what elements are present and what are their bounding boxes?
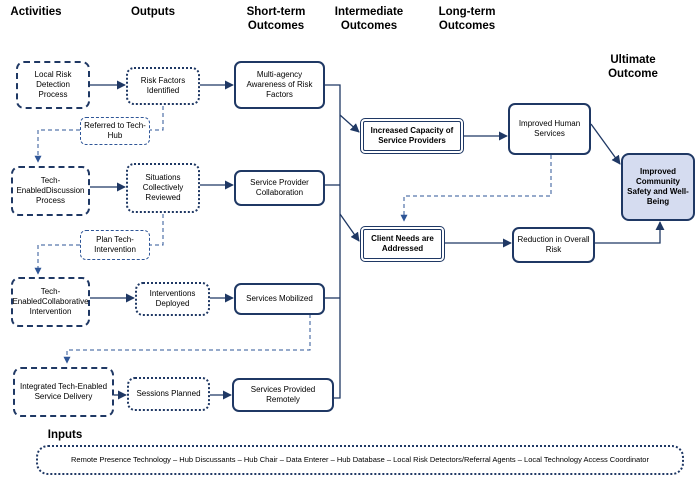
activity-integrated-delivery: Integrated Tech-Enabled Service Delivery — [13, 367, 114, 417]
ultimate-community-safety: Improved Community Safety and Well-Being — [621, 153, 695, 221]
intermediate-client-needs: Client Needs are Addressed — [360, 226, 445, 262]
activity-tech-intervention: Tech-EnabledCollaborative Intervention — [11, 277, 90, 327]
short-term-services-remote: Services Provided Remotely — [232, 378, 334, 412]
output-risk-factors: Risk Factors Identified — [126, 67, 200, 105]
intermediate-increased-capacity: Increased Capacity of Service Providers — [360, 118, 464, 154]
inputs-list: Remote Presence Technology – Hub Discuss… — [36, 445, 684, 475]
output-situations-reviewed: Situations Collectively Reviewed — [126, 163, 200, 213]
long-term-improved-services: Improved Human Services — [508, 103, 591, 155]
label-plan-intervention: Plan Tech-Intervention — [80, 230, 150, 260]
header-activities: Activities — [10, 6, 62, 18]
output-interventions-deployed: Interventions Deployed — [135, 282, 210, 316]
activity-tech-discussion: Tech-EnabledDiscussion Process — [11, 166, 90, 216]
long-term-reduction-risk: Reduction in Overall Risk — [512, 227, 595, 263]
header-outputs: Outputs — [130, 6, 176, 18]
short-term-services-mobilized: Services Mobilized — [234, 283, 325, 315]
header-inputs: Inputs — [47, 429, 83, 441]
short-term-multi-agency: Multi-agency Awareness of Risk Factors — [234, 61, 325, 109]
output-sessions-planned: Sessions Planned — [127, 377, 210, 411]
activity-local-risk-detection: Local Risk Detection Process — [16, 61, 90, 109]
label-referred-to-hub: Referred to Tech-Hub — [80, 117, 150, 145]
short-term-provider-collab: Service Provider Collaboration — [234, 170, 325, 206]
